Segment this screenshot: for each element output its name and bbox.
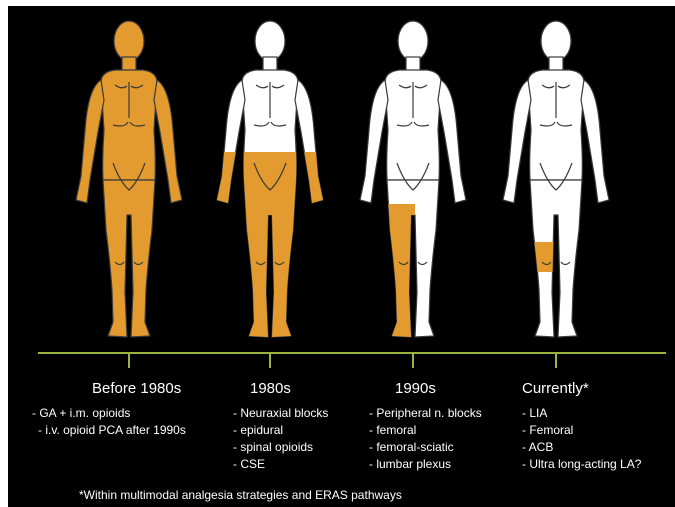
era-item: - Neuraxial blocks [233, 405, 328, 422]
era-list: - LIA - Femoral - ACB - Ultra long-actin… [522, 405, 641, 473]
footnote: *Within multimodal analgesia strategies … [79, 488, 402, 502]
era-item: - Femoral [522, 422, 641, 439]
era-item: - CSE [233, 456, 328, 473]
era-list: - GA + i.m. opioids - i.v. opioid PCA af… [32, 405, 186, 439]
era-item: - epidural [233, 422, 328, 439]
era-item: - i.v. opioid PCA after 1990s [32, 422, 186, 439]
era-title: 1980s [250, 380, 291, 397]
era-title: Before 1980s [92, 380, 181, 397]
figure-right-leg [360, 21, 466, 337]
era-title: Currently* [522, 380, 589, 397]
era-item: - spinal opioids [233, 439, 328, 456]
era-item: - lumbar plexus [369, 456, 482, 473]
era-title: 1990s [395, 380, 436, 397]
era-item: - ACB [522, 439, 641, 456]
figure-knee [503, 21, 609, 337]
era-list: - Peripheral n. blocks - femoral - femor… [369, 405, 482, 473]
figure-lower-body [217, 21, 323, 337]
era-item: - femoral-sciatic [369, 439, 482, 456]
era-item: - femoral [369, 422, 482, 439]
era-item: - GA + i.m. opioids [32, 405, 186, 422]
figure-full-body [76, 21, 182, 337]
era-item: - LIA [522, 405, 641, 422]
timeline [38, 353, 666, 368]
era-item: - Peripheral n. blocks [369, 405, 482, 422]
era-item: - Ultra long-acting LA? [522, 456, 641, 473]
era-list: - Neuraxial blocks - epidural - spinal o… [233, 405, 328, 473]
